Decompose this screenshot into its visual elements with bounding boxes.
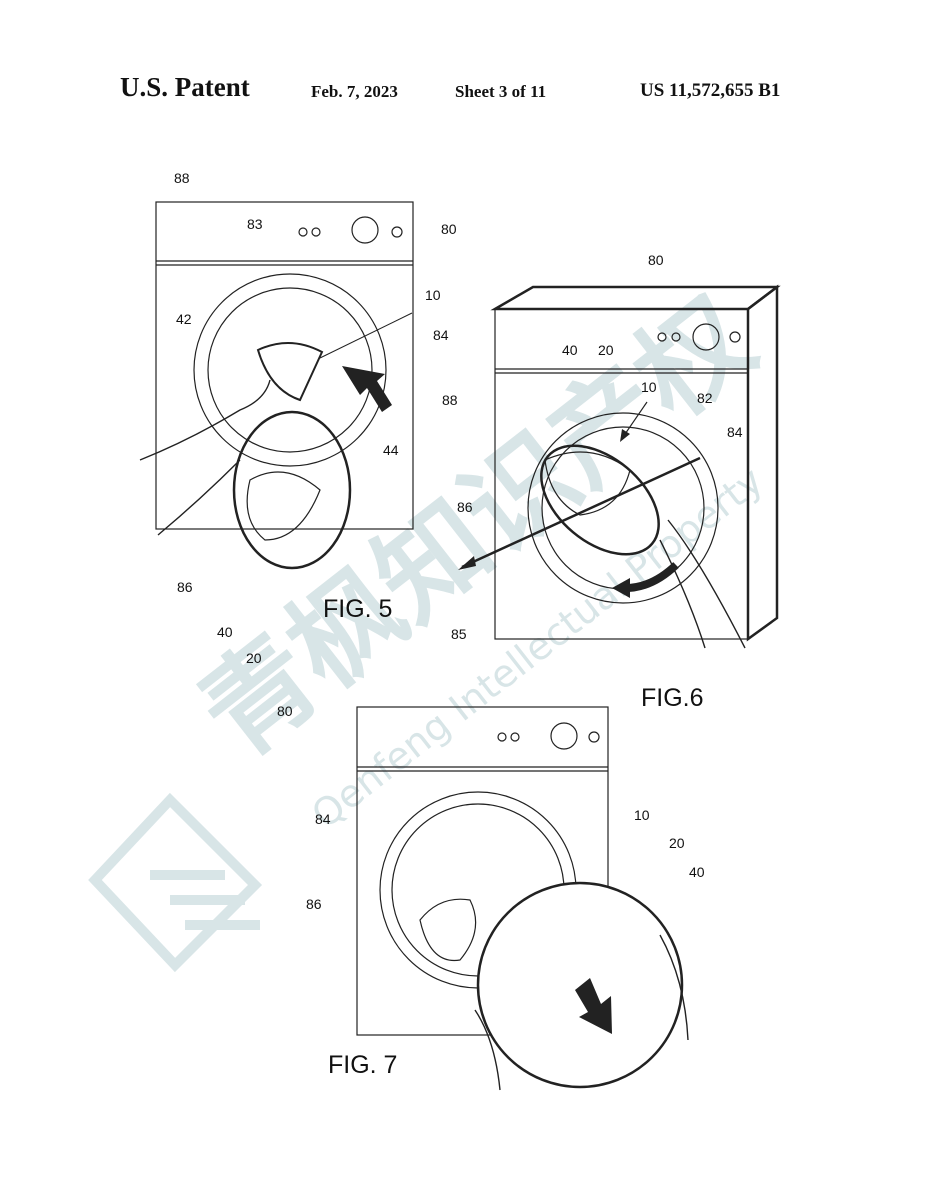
watermark: 青枫知识产权 Qenfeng Intellectual Property xyxy=(88,273,776,973)
fig6-ref-82: 82 xyxy=(697,390,713,406)
fig6-ref-20: 20 xyxy=(598,342,614,358)
fig7-arrow-icon xyxy=(575,978,612,1034)
fig5-ref-40: 40 xyxy=(217,624,233,640)
figure-6 xyxy=(458,284,781,649)
fig7-ref-86: 86 xyxy=(306,896,322,912)
fig7-ref-40: 40 xyxy=(689,864,705,880)
fig5-arrow-icon xyxy=(342,366,392,412)
fig6-axis-line xyxy=(461,456,701,569)
fig5-ref-10: 10 xyxy=(425,287,441,303)
fig5-machine-body xyxy=(155,201,414,530)
fig7-bag-opening xyxy=(476,881,684,1089)
patent-date: Feb. 7, 2023 xyxy=(311,82,398,101)
fig5-label: FIG. 5 xyxy=(323,595,392,623)
fig5-ref-44: 44 xyxy=(383,442,399,458)
fig6-ref-86: 86 xyxy=(457,499,473,515)
fig5-ref-80: 80 xyxy=(441,221,457,237)
sheet-number: Sheet 3 of 11 xyxy=(455,82,547,101)
fig5-ref-86: 86 xyxy=(177,579,193,595)
fig6-ref-88: 88 xyxy=(442,392,458,408)
fig6-ref-85: 85 xyxy=(451,626,467,642)
fig7-ref-10: 10 xyxy=(634,807,650,823)
fig5-bag xyxy=(232,410,352,570)
fig7-machine-body xyxy=(356,706,609,1036)
fig6-ref-84: 84 xyxy=(727,424,743,440)
fig5-ref-20: 20 xyxy=(246,650,262,666)
fig6-ref-10: 10 xyxy=(641,379,657,395)
watermark-logo xyxy=(88,792,263,973)
fig7-ref-20: 20 xyxy=(669,835,685,851)
fig7-ref-80: 80 xyxy=(277,703,293,719)
figure-7 xyxy=(356,706,689,1091)
fig7-label: FIG. 7 xyxy=(328,1051,397,1079)
fig5-door-ring xyxy=(193,273,387,467)
figure-6-refs: 80 40 20 10 82 88 84 86 85 FIG.6 xyxy=(442,252,743,712)
fig5-ref-42: 42 xyxy=(176,311,192,327)
fig5-ref-88: 88 xyxy=(174,170,190,186)
fig6-door-ring xyxy=(527,412,719,604)
fig7-ref-84: 84 xyxy=(315,811,331,827)
fig5-ref-83: 83 xyxy=(247,216,263,232)
figure-5-refs: 88 83 80 10 42 84 44 86 40 20 FIG. 5 xyxy=(174,170,457,666)
fig6-ref-40: 40 xyxy=(562,342,578,358)
fig6-ref-80: 80 xyxy=(648,252,664,268)
figure-7-refs: 80 84 10 20 40 86 FIG. 7 xyxy=(277,703,705,1079)
fig6-label: FIG.6 xyxy=(641,684,704,712)
figure-5 xyxy=(139,201,414,570)
patent-number: US 11,572,655 B1 xyxy=(640,80,781,101)
patent-header-title: U.S. Patent xyxy=(120,72,250,102)
fig5-ref-84: 84 xyxy=(433,327,449,343)
